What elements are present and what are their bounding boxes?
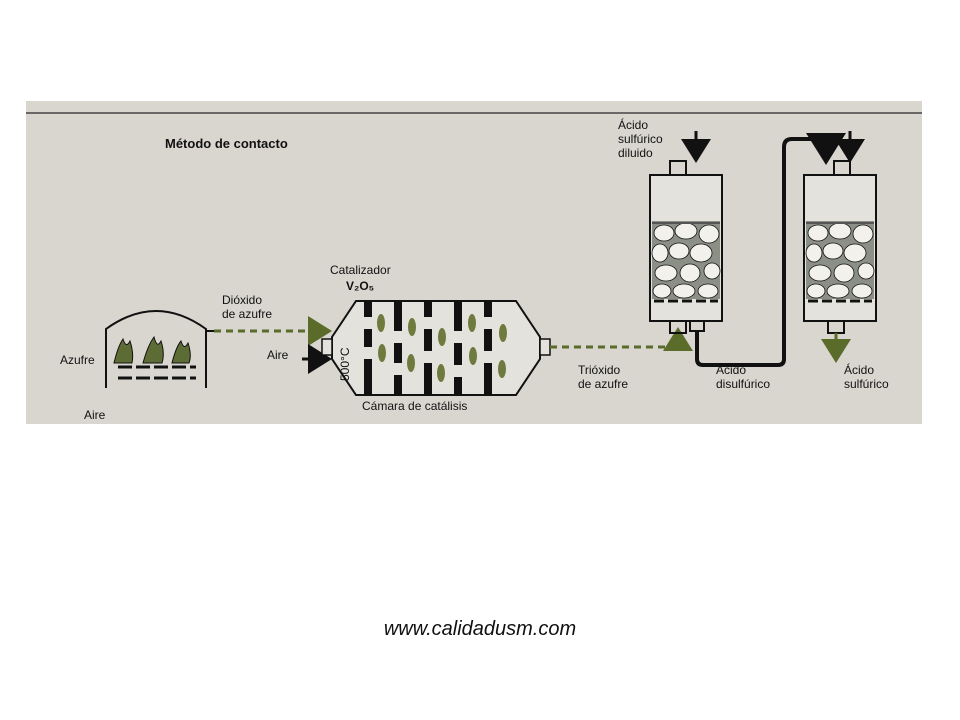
absorption-tower-2	[803, 131, 877, 363]
source-url: www.calidadusm.com	[383, 618, 577, 640]
flame-icon	[113, 335, 191, 364]
label-aire-mid: Aire	[267, 348, 289, 362]
label-dioxido: Dióxido de azufre	[222, 293, 273, 321]
label-aire-bottom: Aire	[84, 408, 106, 422]
catalysis-chamber	[321, 300, 551, 396]
catalyst-granules	[377, 314, 507, 382]
label-acido-disulfurico: Ácido disulfúrico	[716, 363, 771, 391]
transfer-pipe	[695, 133, 846, 367]
so3-flow-arrow	[550, 327, 693, 351]
label-catalizador: Catalizador	[330, 263, 391, 277]
label-trioxido: Trióxido de azufre	[578, 363, 629, 391]
sulfur-burner	[105, 310, 221, 388]
diagram-title: Método de contacto	[165, 136, 288, 151]
diagram-graphics	[26, 112, 922, 396]
label-acido-diluido: Ácido sulfúrico diluido	[618, 118, 663, 160]
label-temperature: 500°C	[338, 347, 352, 382]
label-azufre: Azufre	[60, 353, 95, 367]
label-camara: Cámara de catálisis	[362, 399, 468, 413]
absorption-tower-1	[649, 131, 723, 334]
label-acido-sulfurico: Ácido sulfúrico	[844, 363, 889, 391]
label-catalyst-formula: V₂O₅	[346, 279, 375, 293]
contact-process-diagram: Método de contacto Azufre Aire Dióxido d…	[26, 101, 922, 424]
